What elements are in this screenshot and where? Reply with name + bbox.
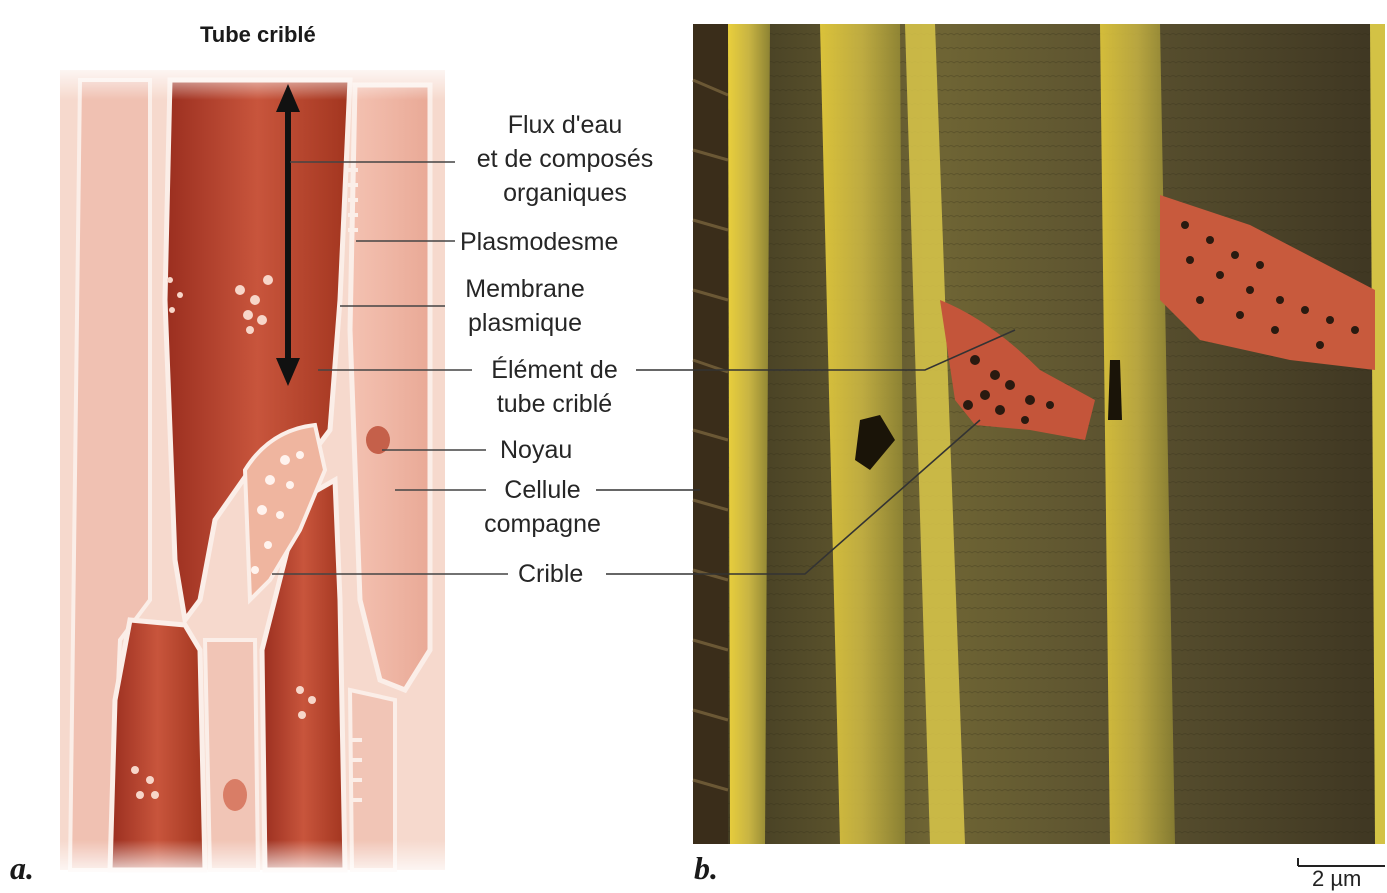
label-cellule-line-2: compagne xyxy=(470,507,615,541)
companion-cell xyxy=(350,85,430,690)
label-cellule-line-1: Cellule xyxy=(470,473,615,507)
label-flux-line-3: organiques xyxy=(455,176,675,210)
cell-wall-strip-1 xyxy=(728,24,770,844)
label-element-line-1: Élément de xyxy=(472,353,637,387)
label-flux-line-1: Flux d'eau xyxy=(455,108,675,142)
label-flux: Flux d'eau et de composés organiques xyxy=(455,108,675,210)
figure-title: Tube criblé xyxy=(200,22,316,48)
sieve-tube-element-lower-left xyxy=(110,620,205,870)
label-element: Élément de tube criblé xyxy=(472,353,637,421)
companion-cell-lower xyxy=(205,640,258,870)
label-cellule: Cellule compagne xyxy=(470,473,615,541)
label-membrane-line-1: Membrane xyxy=(450,272,600,306)
scale-bar xyxy=(1298,858,1385,866)
scale-bar-label: 2 µm xyxy=(1312,866,1361,892)
nucleus-lower xyxy=(223,779,247,811)
label-membrane: Membrane plasmique xyxy=(450,272,600,340)
panel-a-letter: a. xyxy=(10,850,34,887)
micrograph xyxy=(693,24,1385,844)
label-crible: Crible xyxy=(518,557,583,591)
label-element-line-2: tube criblé xyxy=(472,387,637,421)
label-noyau: Noyau xyxy=(500,433,572,467)
label-membrane-line-2: plasmique xyxy=(450,306,600,340)
label-plasmodesme: Plasmodesme xyxy=(460,225,618,259)
sieve-tube-illustration xyxy=(55,60,450,880)
label-flux-line-2: et de composés xyxy=(455,142,675,176)
panel-b-letter: b. xyxy=(694,850,718,887)
